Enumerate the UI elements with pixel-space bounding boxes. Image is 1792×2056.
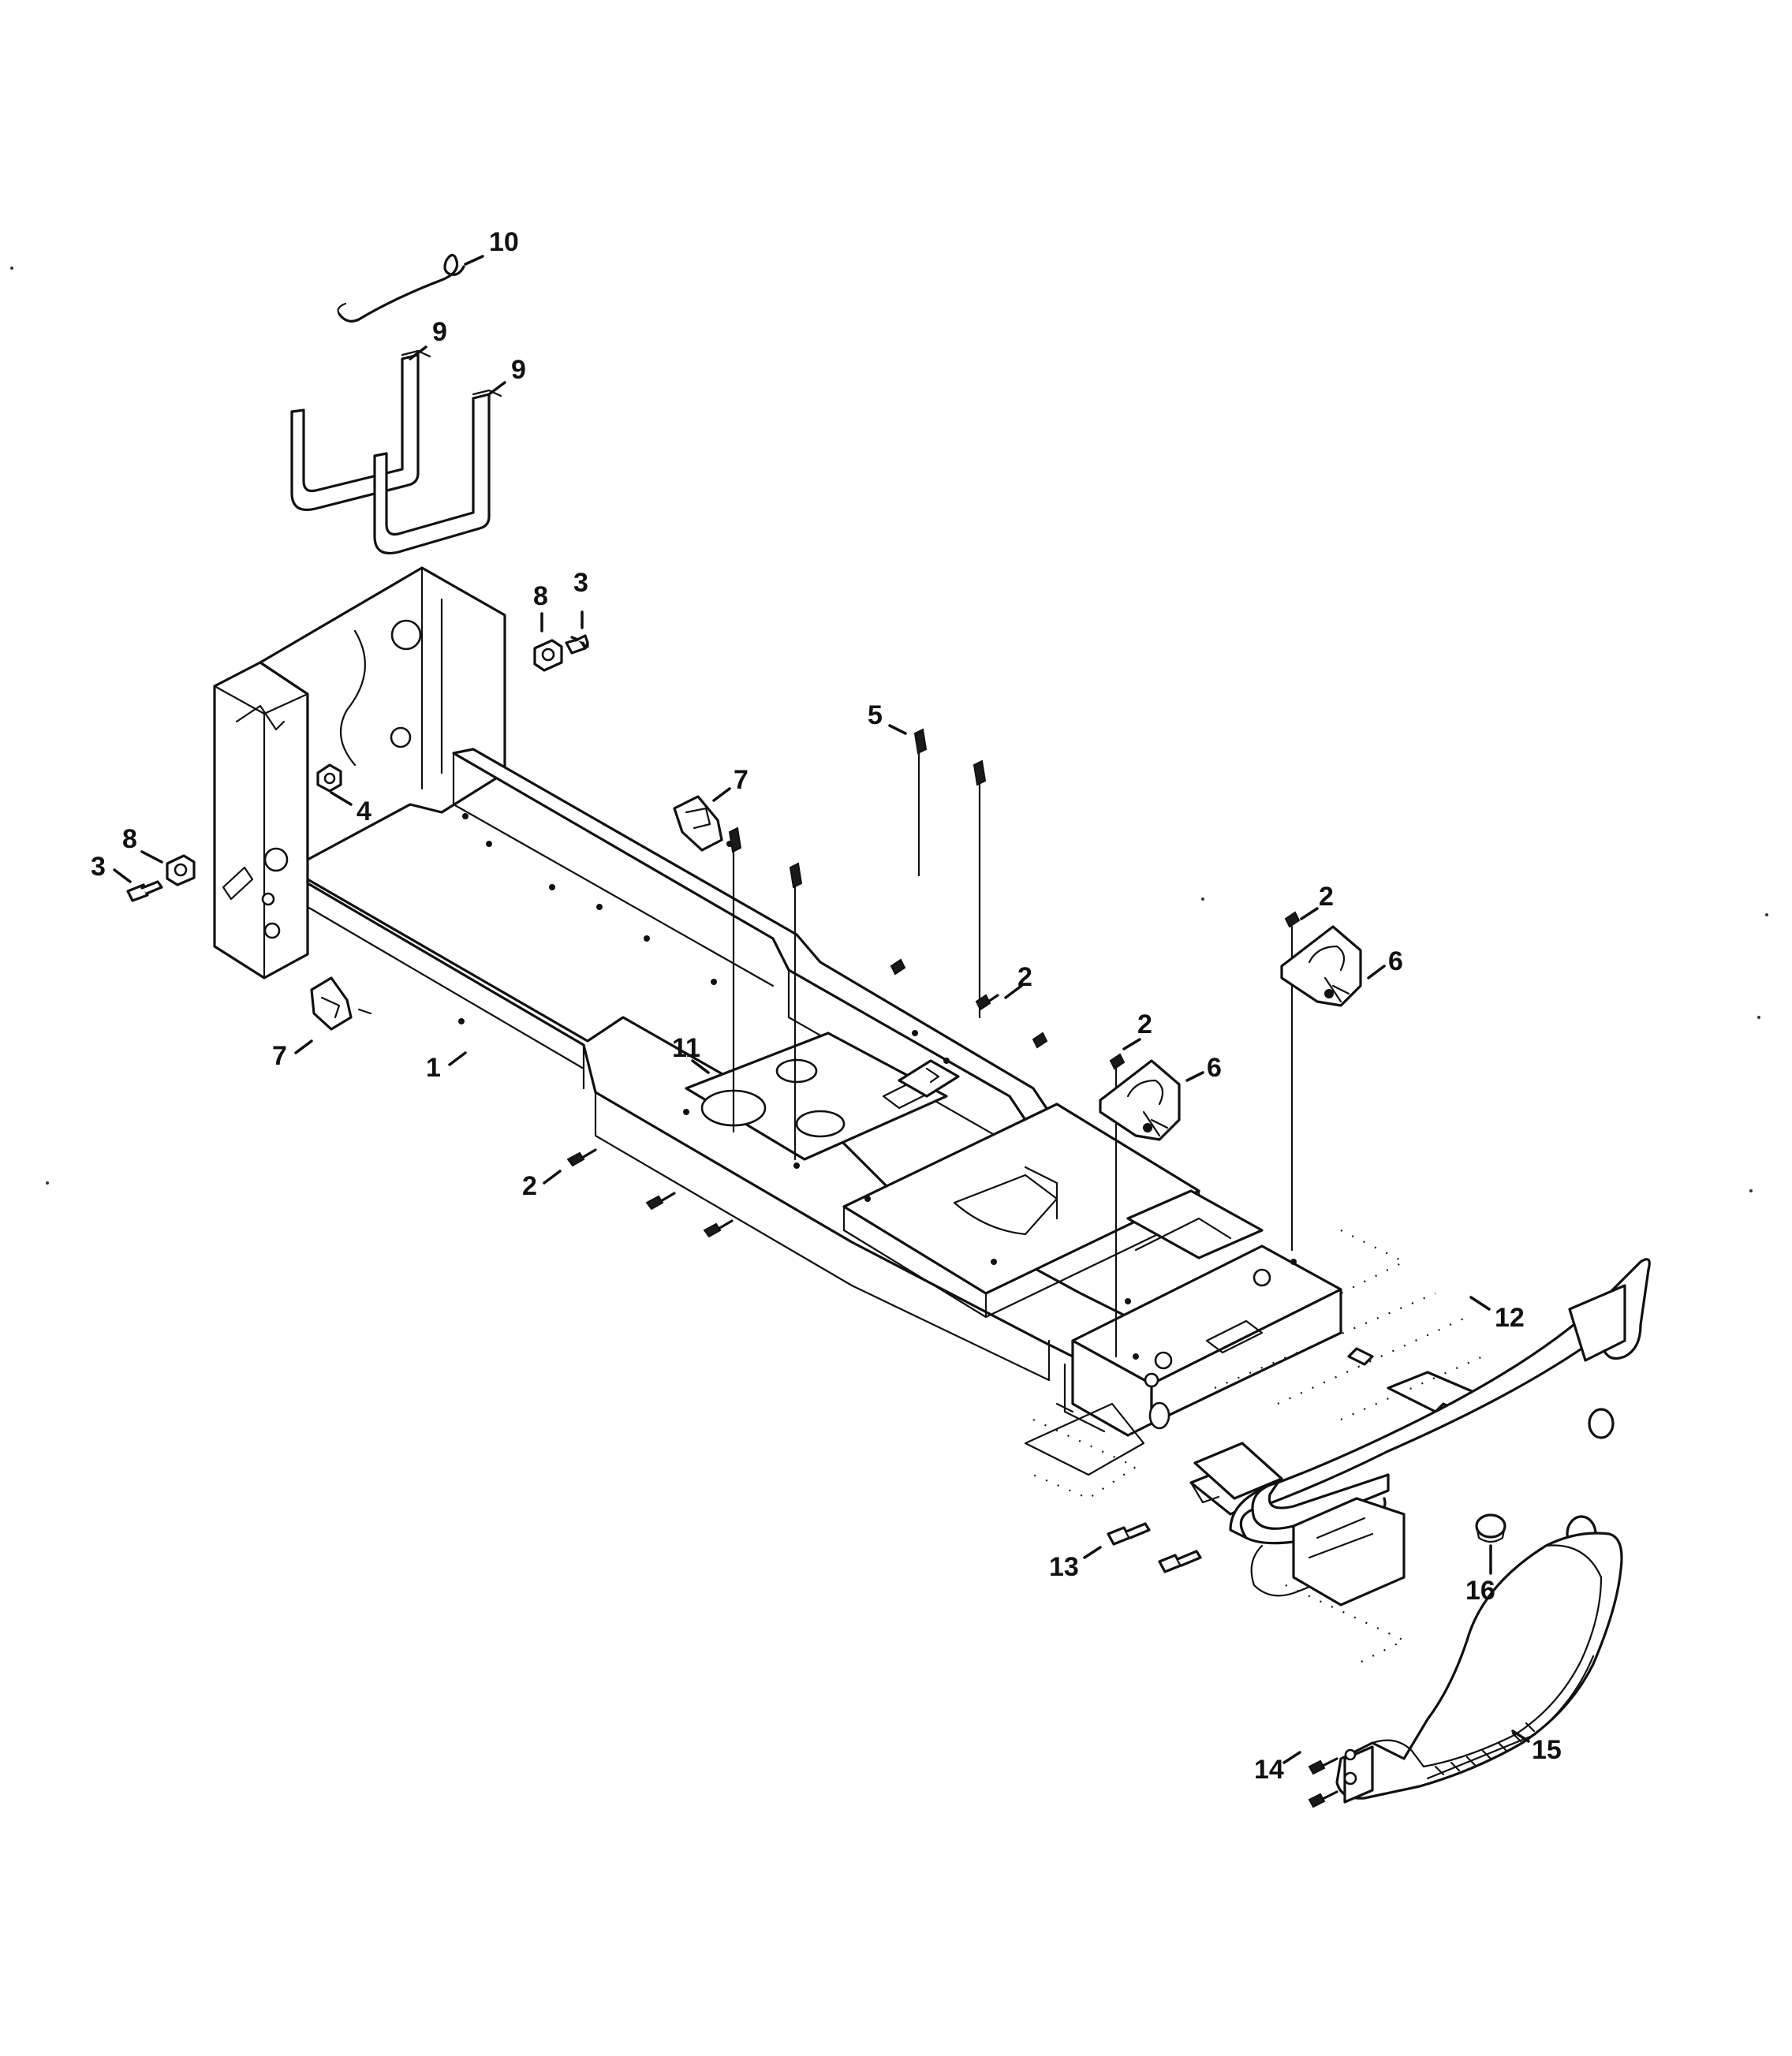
scan-specks xyxy=(10,267,1768,1192)
callout-3-upper: 3 xyxy=(573,568,588,598)
alignment-lines xyxy=(1032,1229,1484,1665)
part-bumper-plug xyxy=(1475,1513,1506,1543)
part-bumper-bolt-2 xyxy=(1158,1550,1202,1573)
callout-2-left: 2 xyxy=(522,1171,537,1201)
part-screw-b xyxy=(645,1192,676,1211)
callout-16: 16 xyxy=(1465,1576,1495,1606)
callout-3-lower: 3 xyxy=(91,852,106,882)
callout-8-upper: 8 xyxy=(533,581,548,611)
callout-1: 1 xyxy=(426,1053,441,1083)
callout-2-center: 2 xyxy=(1137,1009,1152,1039)
part-screw-a xyxy=(566,1148,597,1167)
callout-2-mid: 2 xyxy=(1017,962,1032,992)
callout-14: 14 xyxy=(1254,1755,1284,1785)
callout-6-right: 6 xyxy=(1388,946,1403,976)
part-hex-nut xyxy=(316,763,342,793)
part-main-frame xyxy=(213,566,1342,1437)
part-push-pin-3 xyxy=(728,827,742,1133)
part-clip-lower xyxy=(310,976,372,1031)
callout-2-right: 2 xyxy=(1319,882,1334,912)
callout-7-upper: 7 xyxy=(734,765,749,795)
part-screw-d xyxy=(975,994,999,1011)
part-screw-e xyxy=(1032,1032,1048,1049)
callout-labels: 10 9 9 8 3 4 8 3 7 7 1 5 11 2 2 2 6 2 6 … xyxy=(91,227,1562,1785)
part-u-bracket-front xyxy=(373,389,502,554)
callout-7-lower: 7 xyxy=(272,1041,287,1071)
callout-leaders xyxy=(113,255,1530,1764)
callout-9-front: 9 xyxy=(511,355,526,385)
part-pivot-bracket-left xyxy=(1099,1059,1181,1141)
part-push-pin-4 xyxy=(789,862,803,1161)
part-pivot-bracket-right xyxy=(1280,925,1362,1007)
part-hex-bolt-upper xyxy=(565,634,589,655)
part-bumper-guard xyxy=(1335,1532,1623,1804)
part-screw-f xyxy=(890,958,906,976)
callout-10: 10 xyxy=(489,227,519,257)
part-bumper-tube xyxy=(1189,1258,1651,1606)
part-push-pin-1 xyxy=(913,728,928,877)
part-bushing-upper xyxy=(533,639,563,672)
part-bushing-lower xyxy=(166,854,196,886)
callout-5: 5 xyxy=(868,700,883,730)
callout-12: 12 xyxy=(1495,1303,1525,1333)
callout-6-left: 6 xyxy=(1207,1053,1222,1083)
part-retaining-wire xyxy=(337,253,465,323)
part-screw-c xyxy=(703,1219,734,1238)
part-bumper-bolt-1 xyxy=(1107,1522,1151,1546)
callout-15: 15 xyxy=(1532,1735,1562,1765)
part-u-bracket-rear xyxy=(290,349,431,511)
part-guard-screw-2 xyxy=(1308,1790,1338,1808)
callout-4: 4 xyxy=(357,797,371,827)
part-push-pin-2 xyxy=(973,759,987,1019)
callout-11: 11 xyxy=(672,1033,700,1063)
callout-9-rear: 9 xyxy=(432,317,447,347)
part-hex-bolt-lower xyxy=(126,880,163,902)
part-clip-upper xyxy=(673,795,733,852)
callout-13: 13 xyxy=(1049,1552,1079,1582)
callout-8-lower: 8 xyxy=(122,824,137,854)
part-frame-plate xyxy=(898,1059,960,1098)
part-guard-screw-1 xyxy=(1308,1757,1338,1775)
